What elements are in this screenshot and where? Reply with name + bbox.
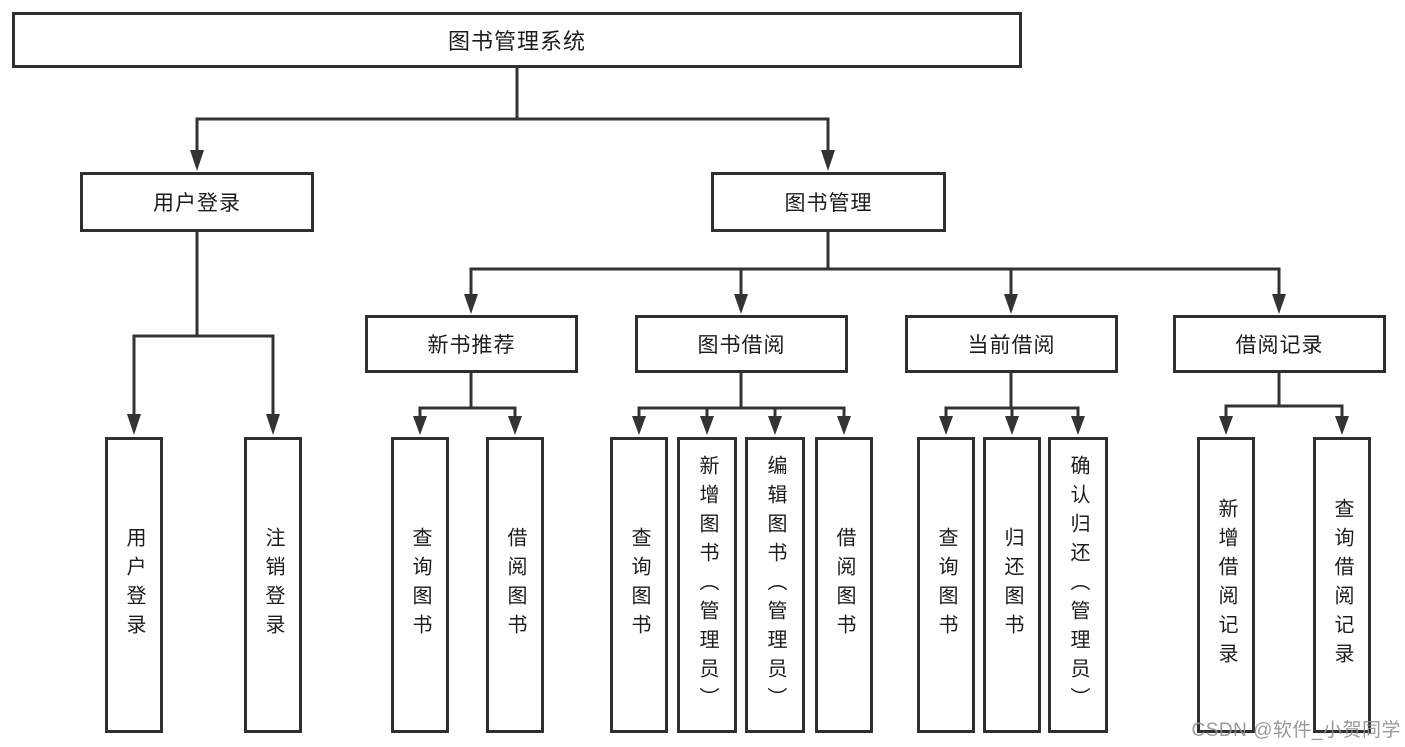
node-root-label: 图书管理系统 xyxy=(447,29,586,54)
arrowhead-icon xyxy=(127,414,141,435)
leaf-newbook-query-books: 查询图书 xyxy=(391,437,449,733)
leaf-current-return-books: 归还图书 xyxy=(983,437,1041,733)
leaf-record-query-record: 查询借阅记录 xyxy=(1313,437,1371,733)
connector-book-management-to-level3 xyxy=(464,230,1286,314)
leaf-logout: 注销登录 xyxy=(244,437,302,733)
arrowhead-icon xyxy=(939,416,953,435)
arrowhead-icon xyxy=(1005,416,1019,435)
arrowhead-icon xyxy=(1071,416,1085,435)
leaf-logout-label: 注销登录 xyxy=(262,527,284,643)
arrowhead-icon xyxy=(632,416,646,435)
leaf-newbook-borrow-books-label: 借阅图书 xyxy=(504,527,526,643)
connector-root-to-level2 xyxy=(190,66,835,171)
node-new-book-recommend: 新书推荐 xyxy=(365,315,578,373)
arrowhead-icon xyxy=(266,414,280,435)
connector-book-borrow-to-leaves xyxy=(632,371,851,435)
arrowhead-icon xyxy=(821,150,835,171)
leaf-record-query-record-label: 查询借阅记录 xyxy=(1331,498,1353,672)
leaf-borrow-add-books: 新增图书（管理员） xyxy=(677,437,737,733)
arrowhead-icon xyxy=(837,416,851,435)
node-current-borrow: 当前借阅 xyxy=(905,315,1118,373)
arrowhead-icon xyxy=(700,416,714,435)
arrowhead-icon xyxy=(768,416,782,435)
node-book-borrow-label: 图书借阅 xyxy=(697,334,786,357)
leaf-record-add-record: 新增借阅记录 xyxy=(1197,437,1255,733)
connector-user-login-to-leaves xyxy=(127,230,280,435)
leaf-newbook-borrow-books: 借阅图书 xyxy=(486,437,544,733)
connector-borrow-record-to-leaves xyxy=(1219,371,1349,435)
arrowhead-icon xyxy=(464,294,478,314)
node-borrow-record: 借阅记录 xyxy=(1173,315,1386,373)
leaf-user-login-label: 用户登录 xyxy=(123,527,145,643)
leaf-borrow-edit-books-label: 编辑图书（管理员） xyxy=(764,454,786,716)
node-new-book-recommend-label: 新书推荐 xyxy=(427,334,516,357)
node-user-login-label: 用户登录 xyxy=(153,192,241,215)
leaf-borrow-borrow-books-label: 借阅图书 xyxy=(833,527,855,643)
leaf-current-return-books-label: 归还图书 xyxy=(1001,527,1023,643)
leaf-borrow-edit-books: 编辑图书（管理员） xyxy=(745,437,805,733)
connector-current-borrow-to-leaves xyxy=(939,371,1085,435)
node-book-management-label: 图书管理 xyxy=(784,192,873,215)
leaf-user-login: 用户登录 xyxy=(105,437,163,733)
csdn-watermark: CSDN @软件_小贺同学 xyxy=(1191,720,1401,741)
leaf-current-query-books: 查询图书 xyxy=(917,437,975,733)
leaf-borrow-query-books: 查询图书 xyxy=(610,437,668,733)
arrowhead-icon xyxy=(1272,294,1286,314)
connector-new-book-to-leaves xyxy=(413,371,522,435)
node-book-borrow: 图书借阅 xyxy=(635,315,848,373)
leaf-current-confirm-return: 确认归还（管理员） xyxy=(1048,437,1108,733)
arrowhead-icon xyxy=(734,294,748,314)
node-borrow-record-label: 借阅记录 xyxy=(1235,334,1324,357)
leaf-newbook-query-books-label: 查询图书 xyxy=(409,527,431,643)
arrowhead-icon xyxy=(1219,416,1233,435)
leaf-borrow-borrow-books: 借阅图书 xyxy=(815,437,873,733)
arrowhead-icon xyxy=(1004,294,1018,314)
node-user-login: 用户登录 xyxy=(80,172,314,232)
leaf-borrow-add-books-label: 新增图书（管理员） xyxy=(696,454,718,716)
arrowhead-icon xyxy=(508,416,522,435)
node-book-management: 图书管理 xyxy=(711,172,946,232)
arrowhead-icon xyxy=(413,416,427,435)
node-root: 图书管理系统 xyxy=(12,12,1022,68)
arrowhead-icon xyxy=(190,150,204,171)
leaf-current-query-books-label: 查询图书 xyxy=(935,527,957,643)
leaf-current-confirm-return-label: 确认归还（管理员） xyxy=(1067,454,1089,716)
node-current-borrow-label: 当前借阅 xyxy=(967,334,1056,357)
leaf-borrow-query-books-label: 查询图书 xyxy=(628,527,650,643)
arrowhead-icon xyxy=(1335,416,1349,435)
leaf-record-add-record-label: 新增借阅记录 xyxy=(1215,498,1237,672)
